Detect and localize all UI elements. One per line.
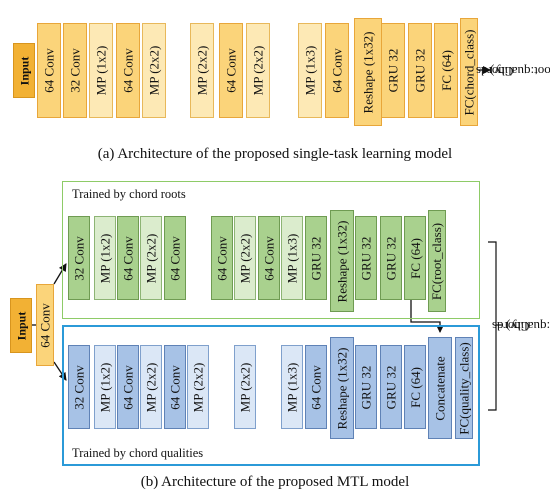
shared-to-root-arrow xyxy=(53,263,67,285)
shared-conv-block: 64 Conv xyxy=(36,284,54,366)
root-branch-label: Trained by chord roots xyxy=(72,187,186,201)
layer-a-5: MP (2x2) xyxy=(142,23,166,118)
layer-a-2: 32 Conv xyxy=(63,23,87,118)
caption-b: (b) Architecture of the proposed MTL mod… xyxy=(140,474,410,490)
quality-layer-13: FC (64) xyxy=(404,345,426,429)
layer-a-4: 64 Conv xyxy=(116,23,140,118)
quality-layer-8: MP (1x3) xyxy=(281,345,303,429)
output-label-single: Chords(root:quality) xyxy=(476,63,550,79)
root-layer-6: 64 Conv xyxy=(211,216,233,300)
quality-layer-4: MP (2x2) xyxy=(140,345,162,429)
layer-a-12: GRU 32 xyxy=(381,23,405,118)
root-layer-11: Reshape (1x32) xyxy=(330,210,354,312)
quality-layer-1: 32 Conv xyxy=(68,345,90,429)
quality-layer-9: 64 Conv xyxy=(305,345,327,429)
layer-a-8: MP (2x2) xyxy=(246,23,270,118)
output-label-mtl: Chords(root:quality) xyxy=(492,318,550,334)
layer-a-3: MP (1x2) xyxy=(89,23,113,118)
concatenate-block: Concatenate xyxy=(428,337,452,439)
quality-layer-12: GRU 32 xyxy=(380,345,402,429)
root-fc-to-concatenate-arrow xyxy=(410,300,444,333)
layer-a-13: GRU 32 xyxy=(408,23,432,118)
layer-a-6: MP (2x2) xyxy=(190,23,214,118)
layer-a-11: Reshape (1x32) xyxy=(354,18,382,126)
root-layer-13: GRU 32 xyxy=(380,216,402,300)
root-layer-2: MP (1x2) xyxy=(94,216,116,300)
quality-layer-7: MP (2x2) xyxy=(234,345,256,429)
layer-a-1: 64 Conv xyxy=(37,23,61,118)
quality-layer-2: MP (1x2) xyxy=(94,345,116,429)
quality-layer-5: 64 Conv xyxy=(164,345,186,429)
layer-a-10: 64 Conv xyxy=(325,23,349,118)
layer-a-14: FC (64) xyxy=(434,23,458,118)
caption-a: (a) Architecture of the proposed single-… xyxy=(97,146,453,162)
root-layer-8: 64 Conv xyxy=(258,216,280,300)
input-block-single: Input xyxy=(13,43,35,98)
layer-a-7: 64 Conv xyxy=(219,23,243,118)
shared-to-quality-arrow xyxy=(53,361,67,381)
root-layer-1: 32 Conv xyxy=(68,216,90,300)
quality-layer-3: 64 Conv xyxy=(117,345,139,429)
quality-branch-frame xyxy=(62,325,480,466)
root-layer-4: MP (2x2) xyxy=(140,216,162,300)
quality-layer-15: FC(quality_class) xyxy=(455,337,473,439)
quality-layer-6: MP (2x2) xyxy=(187,345,209,429)
root-layer-3: 64 Conv xyxy=(117,216,139,300)
root-layer-7: MP (2x2) xyxy=(234,216,256,300)
layer-a-15: FC(chord_class) xyxy=(460,18,478,126)
quality-layer-11: GRU 32 xyxy=(355,345,377,429)
input-block-mtl: Input xyxy=(10,298,32,353)
quality-branch-label: Trained by chord qualities xyxy=(72,446,204,460)
root-layer-5: 64 Conv xyxy=(164,216,186,300)
quality-layer-10: Reshape (1x32) xyxy=(330,337,354,439)
root-layer-10: GRU 32 xyxy=(305,216,327,300)
layer-a-9: MP (1x3) xyxy=(298,23,322,118)
root-layer-9: MP (1x3) xyxy=(281,216,303,300)
output-bracket xyxy=(488,241,497,411)
root-branch-frame xyxy=(62,181,480,319)
root-layer-15: FC(root_class) xyxy=(428,210,446,312)
root-layer-14: FC (64) xyxy=(404,216,426,300)
root-layer-12: GRU 32 xyxy=(355,216,377,300)
